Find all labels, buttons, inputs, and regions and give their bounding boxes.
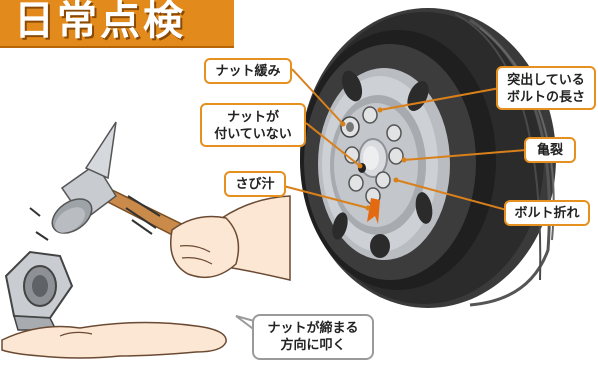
wheel-rim	[318, 68, 450, 260]
callout-broken-bolt-text: ボルト折れ	[514, 206, 580, 221]
callout-loose-nut-text: ナット緩み	[215, 64, 281, 79]
callout-loose-nut: ナット緩み	[204, 58, 292, 84]
callout-tap-direction: ナットが締まる 方向に叩く	[252, 314, 374, 360]
title-banner: 日常点検	[0, 0, 234, 48]
callout-missing-nut: ナットが 付いていない	[200, 103, 306, 147]
callout-tap-line2: 方向に叩く	[280, 338, 346, 353]
callout-protruding-bolt: 突出している ボルトの長さ	[496, 66, 596, 110]
page-title: 日常点検	[14, 0, 186, 44]
callout-rust-text: さび汁	[235, 177, 275, 192]
nut	[4, 250, 74, 331]
callout-tap-line1: ナットが締まる	[267, 321, 359, 336]
callout-missing-nut-line1: ナットが	[226, 110, 279, 125]
wheel-nuts	[340, 106, 404, 224]
callout-missing-nut-line2: 付いていない	[214, 127, 292, 142]
callout-protruding-line2: ボルトの長さ	[506, 90, 585, 105]
callout-protruding-line1: 突出している	[507, 73, 585, 88]
callout-rust: さび汁	[224, 171, 286, 197]
motion-lines	[29, 195, 161, 241]
leader-lines	[271, 68, 527, 213]
callout-crack: 亀裂	[524, 137, 576, 163]
callout-crack-text: 亀裂	[536, 143, 563, 158]
callout-broken-bolt: ボルト折れ	[504, 200, 590, 226]
open-palm	[1, 321, 227, 359]
hand-with-hammer	[170, 195, 291, 281]
